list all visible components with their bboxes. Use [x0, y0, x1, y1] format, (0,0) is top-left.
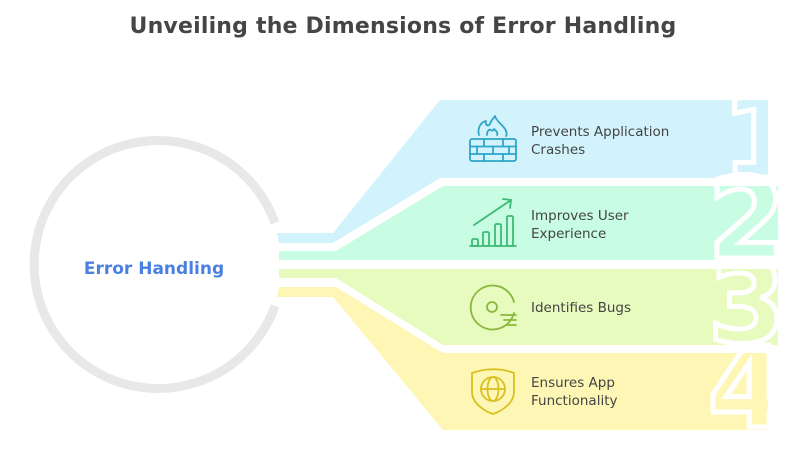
item-3-text: Identifies Bugs: [531, 300, 631, 316]
shield-globe-icon: [471, 368, 515, 415]
item-1-line-1: Prevents Application: [531, 124, 669, 140]
growth-chart-icon: [469, 198, 517, 247]
number-2: 2: [708, 155, 786, 285]
band-3: [279, 269, 778, 345]
number-1: 1: [722, 74, 800, 204]
diagram-title: Unveiling the Dimensions of Error Handli…: [129, 14, 677, 39]
band-4: [277, 287, 768, 430]
item-3-line-1: Identifies Bugs: [531, 300, 631, 316]
item-1-line-2: Crashes: [531, 142, 585, 158]
band-2-shape: [279, 186, 778, 260]
disc-search-icon: [469, 284, 517, 331]
item-4-text: Ensures App Functionality: [531, 375, 617, 409]
number-4: 4: [708, 324, 786, 454]
item-4-line-1: Ensures App: [531, 375, 615, 391]
band-4-shape: [277, 287, 768, 430]
center-ring: [29, 136, 280, 393]
firewall-icon: [469, 115, 517, 162]
band-1: [277, 100, 768, 243]
band-1-shape: [277, 100, 768, 243]
item-2-line-2: Experience: [531, 226, 606, 242]
item-4-line-2: Functionality: [531, 393, 617, 409]
center-label: Error Handling: [84, 259, 224, 279]
item-2-line-1: Improves User: [531, 208, 629, 224]
band-3-shape: [279, 269, 778, 345]
band-2: [279, 186, 778, 260]
number-3: 3: [708, 239, 786, 369]
item-2-text: Improves User Experience: [531, 208, 629, 242]
item-1-text: Prevents Application Crashes: [531, 124, 669, 158]
